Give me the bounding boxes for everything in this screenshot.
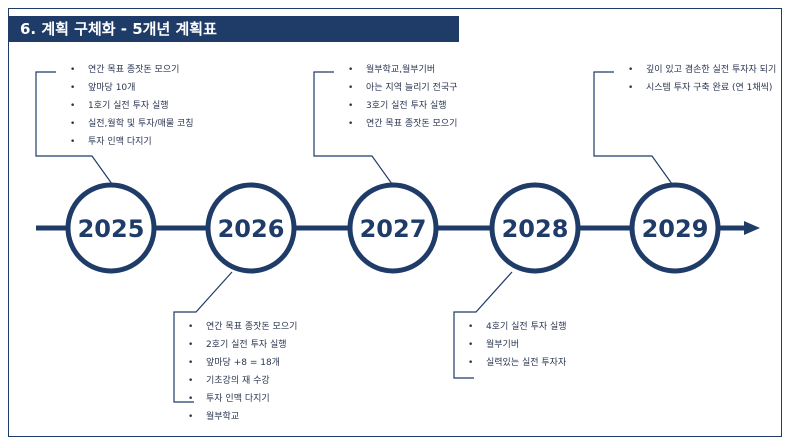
year-node-2028: 2028 — [489, 182, 581, 274]
note-item: 앞마당 +8 = 18개 — [188, 354, 388, 372]
year-label: 2028 — [502, 215, 569, 243]
note-item: 시스템 투자 구축 완료 (연 1채씩) — [628, 79, 778, 97]
note-item: 4호기 실전 투자 실행 — [468, 318, 668, 336]
note-item: 1호기 실전 투자 실행 — [70, 97, 260, 115]
notes-2028: 4호기 실전 투자 실행 월부기버 실력있는 실전 투자자 — [468, 318, 668, 372]
year-node-2027: 2027 — [347, 182, 439, 274]
note-item: 3호기 실전 투자 실행 — [348, 97, 548, 115]
year-label: 2029 — [642, 215, 709, 243]
note-item: 깊이 있고 겸손한 실전 투자자 되기 — [628, 61, 778, 79]
connector-2025 — [35, 71, 113, 185]
note-item: 실력있는 실전 투자자 — [468, 354, 668, 372]
note-item: 아는 지역 늘리기 전국구 — [348, 79, 548, 97]
note-item: 연간 목표 종잣돈 모으기 — [70, 61, 260, 79]
notes-2027: 월부학교,월부기버 아는 지역 늘리기 전국구 3호기 실전 투자 실행 연간 … — [348, 61, 548, 133]
connector-2027 — [313, 71, 393, 185]
note-item: 월부기버 — [468, 336, 668, 354]
year-label: 2026 — [218, 215, 285, 243]
notes-2029: 깊이 있고 겸손한 실전 투자자 되기 시스템 투자 구축 완료 (연 1채씩) — [628, 61, 778, 97]
year-label: 2027 — [360, 215, 427, 243]
note-item: 월부학교 — [188, 408, 388, 426]
slide-frame — [8, 8, 782, 437]
note-item: 기초강의 재 수강 — [188, 372, 388, 390]
note-item: 연간 목표 종잣돈 모으기 — [348, 115, 548, 133]
timeline-arrowhead — [744, 221, 760, 235]
connector-2029 — [593, 71, 673, 185]
note-item: 투자 인맥 다지기 — [188, 390, 388, 408]
note-item: 월부학교,월부기버 — [348, 61, 548, 79]
note-item: 2호기 실전 투자 실행 — [188, 336, 388, 354]
year-label: 2025 — [78, 215, 145, 243]
year-node-2025: 2025 — [65, 182, 157, 274]
year-node-2026: 2026 — [205, 182, 297, 274]
notes-2026: 연간 목표 종잣돈 모으기 2호기 실전 투자 실행 앞마당 +8 = 18개 … — [188, 318, 388, 426]
year-node-2029: 2029 — [629, 182, 721, 274]
connector-2026 — [173, 271, 233, 403]
note-item: 연간 목표 종잣돈 모으기 — [188, 318, 388, 336]
note-item: 앞마당 10개 — [70, 79, 260, 97]
note-item: 실전,월학 및 투자/매물 코칭 — [70, 115, 260, 133]
notes-2025: 연간 목표 종잣돈 모으기 앞마당 10개 1호기 실전 투자 실행 실전,월학… — [70, 61, 260, 151]
slide-title: 6. 계획 구체화 - 5개년 계획표 — [8, 16, 459, 42]
note-item: 투자 인맥 다지기 — [70, 133, 260, 151]
connector-2028 — [453, 271, 513, 379]
